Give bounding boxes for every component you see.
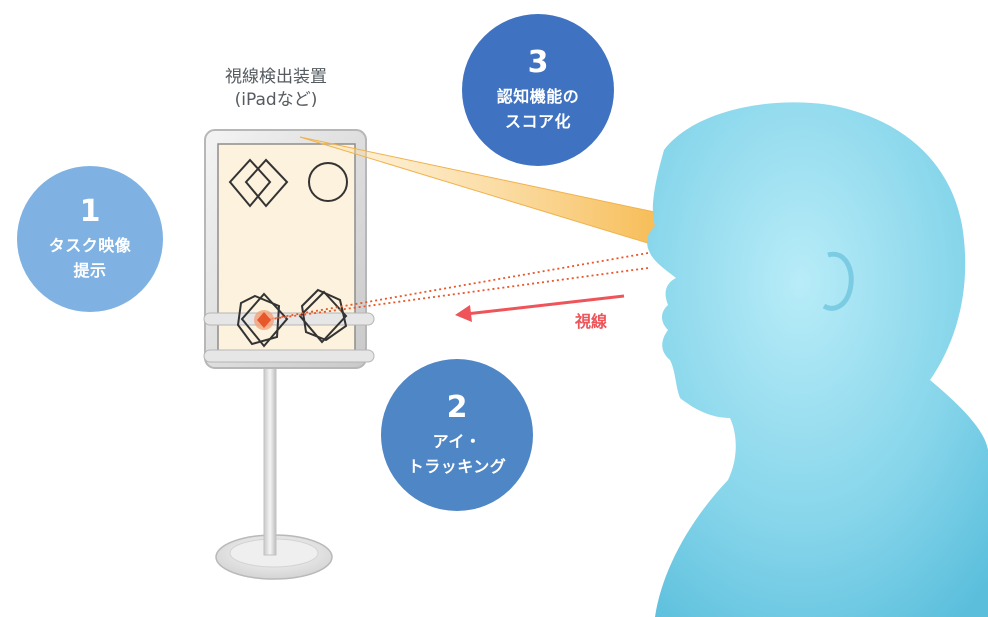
person-head-silhouette bbox=[647, 102, 988, 617]
viewing-beam-edge-bottom bbox=[299, 136, 665, 249]
stand-pole bbox=[263, 364, 277, 556]
step-2-label-line2: トラッキング bbox=[407, 457, 507, 476]
step-2-badge: 2 アイ・ トラッキング bbox=[381, 359, 533, 511]
step-1-badge: 1 タスク映像 提示 bbox=[17, 166, 163, 312]
device-label: 視線検出装置 (iPadなど) bbox=[196, 66, 356, 112]
gaze-arrow-head bbox=[455, 305, 472, 322]
step-3-badge: 3 認知機能の スコア化 bbox=[462, 14, 614, 166]
fixation-marker-icon bbox=[257, 312, 271, 328]
step-2-label-line1: アイ・ bbox=[432, 432, 482, 451]
circle-shape-icon bbox=[308, 162, 348, 202]
step-1-label-line2: 提示 bbox=[73, 261, 107, 280]
frame-clamp-bottom bbox=[203, 349, 375, 363]
step-1-label-line1: タスク映像 bbox=[48, 236, 132, 255]
gaze-label: 視線 bbox=[575, 312, 608, 331]
person-ear bbox=[822, 251, 854, 311]
step-3-number: 3 bbox=[527, 45, 549, 80]
step-3-label-line2: スコア化 bbox=[504, 112, 571, 131]
step-3-label-line1: 認知機能の bbox=[496, 87, 580, 106]
gaze-arrow-shaft bbox=[465, 294, 625, 316]
step-2-number: 2 bbox=[446, 390, 468, 425]
device-label-line2: (iPadなど) bbox=[234, 90, 318, 110]
step-1-number: 1 bbox=[79, 194, 101, 229]
viewing-beam-edge-top bbox=[299, 136, 665, 215]
frame-clamp-top bbox=[203, 312, 375, 326]
hexagon-diamond-icon bbox=[236, 292, 289, 348]
device-label-line1: 視線検出装置 bbox=[225, 67, 327, 87]
diamond-hexagon-icon bbox=[298, 288, 348, 344]
double-diamond-icon bbox=[228, 158, 289, 208]
